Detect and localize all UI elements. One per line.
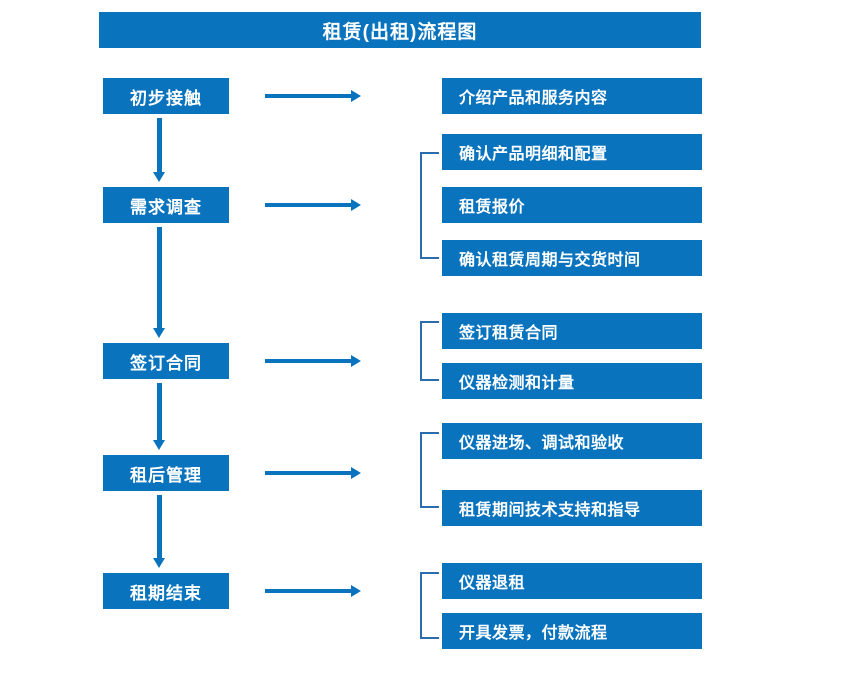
right-arrow-icon-1 [265,90,361,102]
down-arrow-icon-4 [153,495,166,568]
group-bracket-3 [420,321,439,381]
task-box-2-3[interactable]: 确认租赁周期与交货时间 [442,240,702,276]
group-bracket-5 [420,572,439,639]
stage-box-2[interactable]: 需求调查 [103,187,229,223]
task-box-1-1[interactable]: 介绍产品和服务内容 [442,78,702,114]
task-box-3-1[interactable]: 签订租赁合同 [442,313,702,349]
stage-box-3[interactable]: 签订合同 [103,343,229,379]
stage-box-1[interactable]: 初步接触 [103,78,229,114]
task-box-5-1[interactable]: 仪器退租 [442,563,702,599]
task-box-3-2[interactable]: 仪器检测和计量 [442,363,702,399]
stage-box-4[interactable]: 租后管理 [103,455,229,491]
task-box-4-2[interactable]: 租赁期间技术支持和指导 [442,490,702,526]
task-box-5-2[interactable]: 开具发票，付款流程 [442,613,702,649]
group-bracket-2 [420,152,439,259]
group-bracket-4 [420,432,439,508]
right-arrow-icon-4 [265,467,361,479]
right-arrow-icon-5 [265,585,361,597]
stage-box-5[interactable]: 租期结束 [103,573,229,609]
right-arrow-icon-3 [265,355,361,367]
down-arrow-icon-2 [153,227,166,338]
diagram-title: 租赁(出租)流程图 [99,12,701,48]
task-box-4-1[interactable]: 仪器进场、调试和验收 [442,423,702,459]
down-arrow-icon-3 [153,383,166,450]
right-arrow-icon-2 [265,199,361,211]
task-box-2-1[interactable]: 确认产品明细和配置 [442,134,702,170]
down-arrow-icon-1 [153,118,166,182]
task-box-2-2[interactable]: 租赁报价 [442,187,702,223]
